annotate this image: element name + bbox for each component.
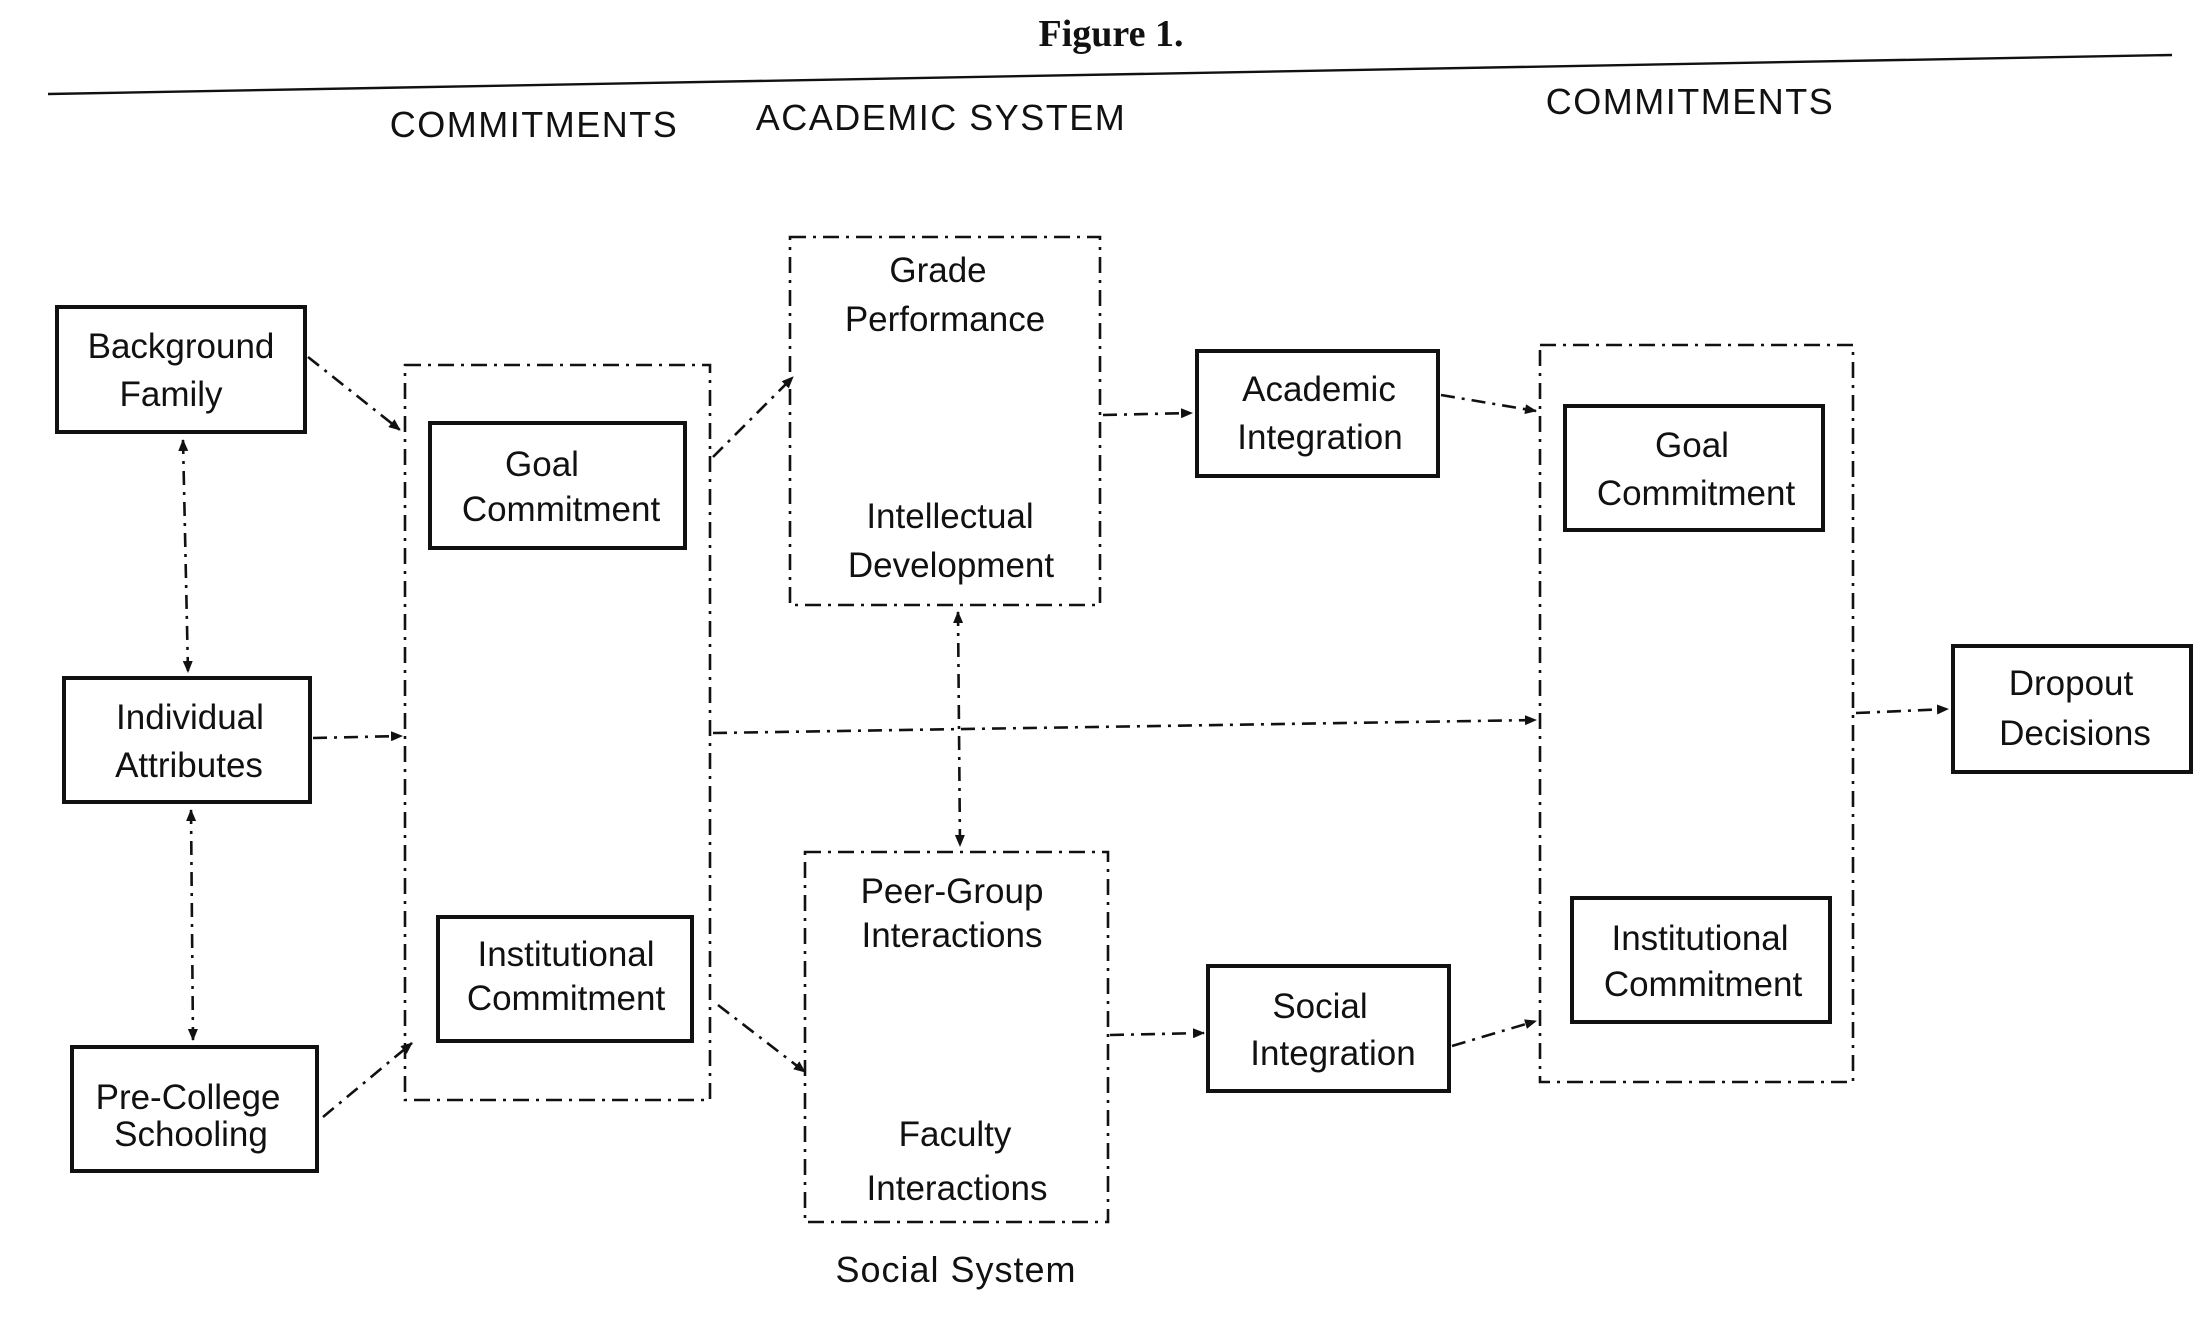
social-integration-box	[1206, 964, 1451, 1093]
arrow-attributes-schooling	[186, 809, 198, 1041]
institutional-commitment-left-box	[436, 915, 694, 1043]
goal-commitment-left-label-1: Goal	[505, 445, 579, 484]
intellectual-development-label-1: Intellectual	[866, 497, 1033, 536]
commitments-right-group	[1538, 343, 1855, 1084]
goal-commitment-left-label-2: Commitment	[462, 490, 661, 529]
institutional-commitment-right-box	[1570, 896, 1832, 1024]
grade-performance-label-1: Grade	[889, 251, 986, 290]
goal-commitment-right-box	[1563, 404, 1825, 532]
arrow-academic-integration-to-commitments	[1440, 393, 1537, 415]
goal-commitment-right-label-1: Goal	[1655, 426, 1729, 465]
background-family-label-2: Family	[119, 375, 223, 414]
pre-college-schooling-label-2: Schooling	[114, 1115, 268, 1154]
institutional-commitment-right-label-1: Institutional	[1611, 919, 1788, 958]
arrow-commitments-to-social	[717, 1003, 806, 1074]
social-system-label: Social System	[835, 1249, 1076, 1290]
social-system-group	[803, 850, 1110, 1224]
arrow-commitments-to-academic	[712, 376, 794, 458]
academic-integration-label-1: Academic	[1242, 370, 1396, 409]
figure-title: Figure 1.	[1039, 13, 1184, 55]
institutional-commitment-left-label-1: Institutional	[477, 935, 654, 974]
arrow-schooling-to-commitments	[322, 1042, 413, 1118]
institutional-commitment-left-label-2: Commitment	[467, 979, 666, 1018]
background-family-label-1: Background	[88, 327, 275, 366]
goal-commitment-left-box	[428, 421, 687, 550]
individual-attributes-box	[62, 676, 312, 804]
arrow-academic-to-integration	[1102, 408, 1193, 419]
commitments-left-group	[403, 363, 712, 1102]
arrow-academic-social	[953, 611, 965, 847]
arrow-background-to-commitments	[307, 355, 401, 432]
intellectual-development-label-2: Development	[848, 546, 1054, 585]
individual-attributes-label-2: Attributes	[115, 746, 263, 785]
peer-group-interactions-label-2: Interactions	[862, 916, 1043, 955]
individual-attributes-label-1: Individual	[116, 698, 264, 737]
goal-commitment-right-label-2: Commitment	[1597, 474, 1796, 513]
faculty-interactions-label-2: Interactions	[867, 1169, 1048, 1208]
arrow-social-integration-to-commitments	[1451, 1019, 1537, 1048]
academic-integration-box	[1195, 349, 1440, 478]
academic-system-group	[788, 235, 1102, 607]
dropout-decisions-label-2: Decisions	[1999, 714, 2151, 753]
faculty-interactions-label-1: Faculty	[899, 1115, 1012, 1154]
header-commitments-right: COMMITMENTS	[1546, 81, 1834, 122]
dropout-decisions-box	[1951, 644, 2193, 774]
peer-group-interactions-label-1: Peer-Group	[861, 872, 1044, 911]
diagram-arrows	[178, 355, 1949, 1118]
academic-integration-label-2: Integration	[1237, 418, 1402, 457]
social-integration-label-2: Integration	[1250, 1034, 1415, 1073]
header-academic-system: ACADEMIC SYSTEM	[756, 97, 1127, 138]
dropout-decisions-label-1: Dropout	[2009, 664, 2134, 703]
pre-college-schooling-label-1: Pre-College	[96, 1078, 281, 1117]
arrow-social-to-integration	[1109, 1028, 1205, 1039]
header-rule	[47, 53, 2173, 96]
arrow-commitments-to-commitments	[712, 715, 1537, 735]
header-commitments-left: COMMITMENTS	[390, 104, 678, 145]
institutional-commitment-right-label-2: Commitment	[1604, 965, 1803, 1004]
arrow-commitments-to-dropout	[1855, 704, 1949, 715]
background-family-box	[55, 305, 307, 434]
social-integration-label-1: Social	[1272, 987, 1367, 1026]
arrow-background-attributes	[178, 439, 193, 673]
grade-performance-label-2: Performance	[845, 300, 1045, 339]
arrow-attributes-to-commitments	[312, 731, 403, 742]
pre-college-schooling-box	[70, 1045, 319, 1173]
